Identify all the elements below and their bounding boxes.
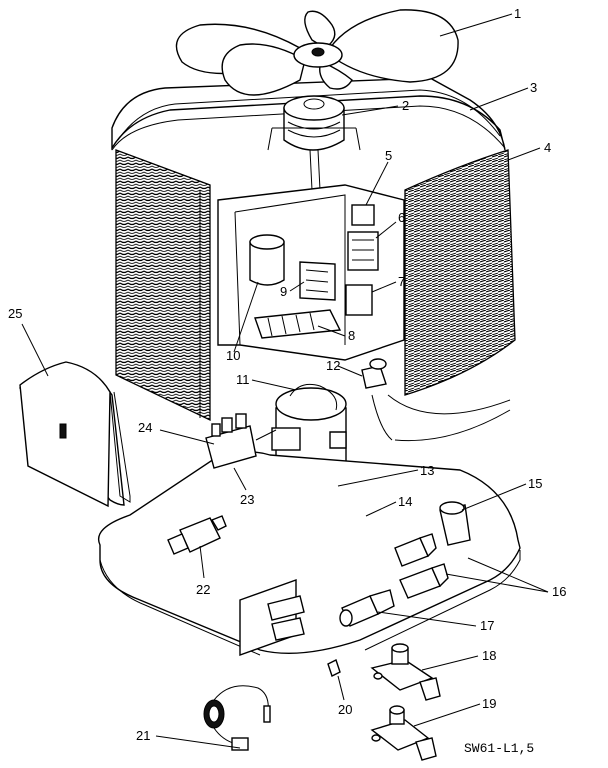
control-box <box>217 184 405 361</box>
callout-21: 21 <box>136 728 150 743</box>
callout-13: 13 <box>420 463 434 478</box>
callout-10: 10 <box>226 348 240 363</box>
callout-8: 8 <box>348 328 355 343</box>
service-valve-19 <box>370 705 437 761</box>
callout-19: 19 <box>482 696 496 711</box>
access-panel <box>19 361 131 508</box>
right-coil <box>387 149 516 442</box>
callout-3: 3 <box>530 80 537 95</box>
callout-25: 25 <box>8 306 22 321</box>
callout-labels: 1 2 3 4 5 6 7 8 9 10 11 12 13 14 15 16 1… <box>8 6 566 756</box>
callout-17: 17 <box>480 618 494 633</box>
service-valve-upper <box>361 358 393 441</box>
callout-6: 6 <box>398 210 405 225</box>
callout-2: 2 <box>402 98 409 113</box>
top-frame <box>111 77 506 151</box>
callout-4: 4 <box>544 140 551 155</box>
fan-blade-assembly <box>175 9 459 96</box>
valve-block <box>205 413 277 469</box>
left-coil <box>115 149 211 422</box>
callout-16: 16 <box>552 584 566 599</box>
filter-drier <box>167 515 227 555</box>
callout-20: 20 <box>338 702 352 717</box>
callout-15: 15 <box>528 476 542 491</box>
callout-7: 7 <box>398 274 405 289</box>
callout-12: 12 <box>326 358 340 373</box>
fan-motor <box>267 95 361 191</box>
clip <box>327 659 341 677</box>
callout-22: 22 <box>196 582 210 597</box>
drawing-reference: SW61-L1,5 <box>464 741 534 756</box>
service-valve-18 <box>370 643 441 701</box>
sensor-harness <box>203 685 271 751</box>
base-pan <box>98 450 521 656</box>
fittings <box>339 501 471 627</box>
callout-11: 11 <box>236 372 250 387</box>
leader-lines <box>21 13 549 749</box>
callout-14: 14 <box>398 494 412 509</box>
callout-1: 1 <box>514 6 521 21</box>
callout-18: 18 <box>482 648 496 663</box>
callout-9: 9 <box>280 284 287 299</box>
callout-24: 24 <box>138 420 152 435</box>
callout-23: 23 <box>240 492 254 507</box>
drain-tube <box>267 595 305 641</box>
callout-5: 5 <box>385 148 392 163</box>
